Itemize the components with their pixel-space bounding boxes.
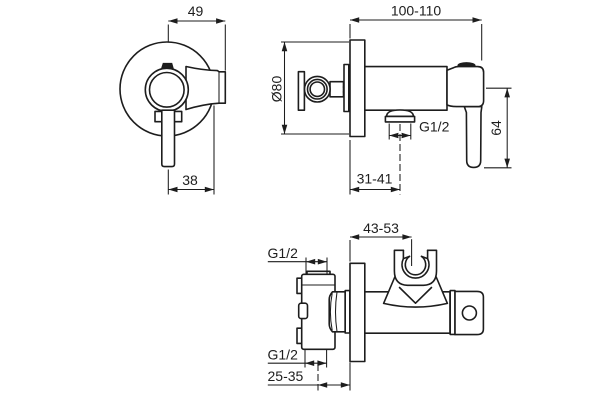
dim-label-d80: Ø80: [269, 76, 285, 103]
lever-handle-side: [463, 105, 483, 169]
supply-union-side: [303, 75, 331, 103]
supply-union-ring: [306, 78, 328, 100]
shower-holder-top: [382, 249, 449, 308]
top-view: 43-53: [268, 220, 485, 391]
dim-top-upper-thread: G1/2: [268, 245, 328, 274]
dim-label-g12-side: G1/2: [419, 119, 450, 135]
valve-body-side: [363, 65, 448, 111]
hose-outlet-dome: [385, 109, 415, 118]
dim-label-100-110: 100-110: [391, 3, 442, 19]
dim-label-43-53: 43-53: [363, 220, 399, 236]
dim-top-holder-depth: 43-53: [349, 220, 412, 262]
dim-side-handle-drop: 64: [484, 87, 512, 169]
holder-ring-inner: [404, 255, 427, 276]
shower-holder-front: [185, 65, 227, 111]
backing-ring-side: [343, 63, 350, 113]
handle-hub-inner: [148, 71, 185, 108]
dim-plate-diameter: Ø80: [269, 41, 349, 135]
lever-handle-front: [161, 109, 176, 168]
supply-flange-side: [297, 70, 306, 111]
holder-ring-outer: [401, 257, 430, 279]
valve-head-side: [446, 65, 485, 108]
handle-knob-top: [461, 305, 478, 321]
dim-label-64: 64: [488, 120, 504, 136]
wall-plate-top: [349, 262, 366, 363]
dim-top-inlet-depth: 25-35: [268, 362, 351, 391]
dim-label-g12-top-lower: G1/2: [268, 347, 299, 363]
front-view: 49 38: [119, 3, 227, 195]
end-cap-top: [454, 290, 485, 336]
dim-label-38: 38: [182, 172, 198, 188]
supply-union-bore: [309, 81, 326, 98]
dim-label-49: 49: [188, 3, 204, 19]
dim-label-31-41: 31-41: [357, 171, 393, 187]
dim-front-bottom-width: 38: [167, 105, 215, 195]
wall-plate-side: [349, 39, 366, 138]
union-nut-top: [328, 291, 346, 333]
dim-label-g12-top-upper: G1/2: [268, 245, 299, 261]
dim-label-25-35: 25-35: [268, 368, 304, 384]
side-view: 100-110 Ø80 64: [269, 3, 512, 195]
supply-connector-side: [329, 80, 345, 98]
inwall-boss-mid: [297, 302, 309, 320]
dim-side-outlet-depth: 31-41: [349, 124, 401, 195]
handle-index-tab: [160, 62, 174, 69]
dim-top-lower-thread: G1/2: [268, 347, 328, 368]
hose-outlet-band: [384, 115, 416, 123]
holder-vee-groove: [398, 286, 433, 304]
union-ring-top: [344, 289, 351, 334]
handle-hub-outer: [144, 67, 190, 113]
dim-side-total-depth: 100-110: [349, 3, 483, 61]
